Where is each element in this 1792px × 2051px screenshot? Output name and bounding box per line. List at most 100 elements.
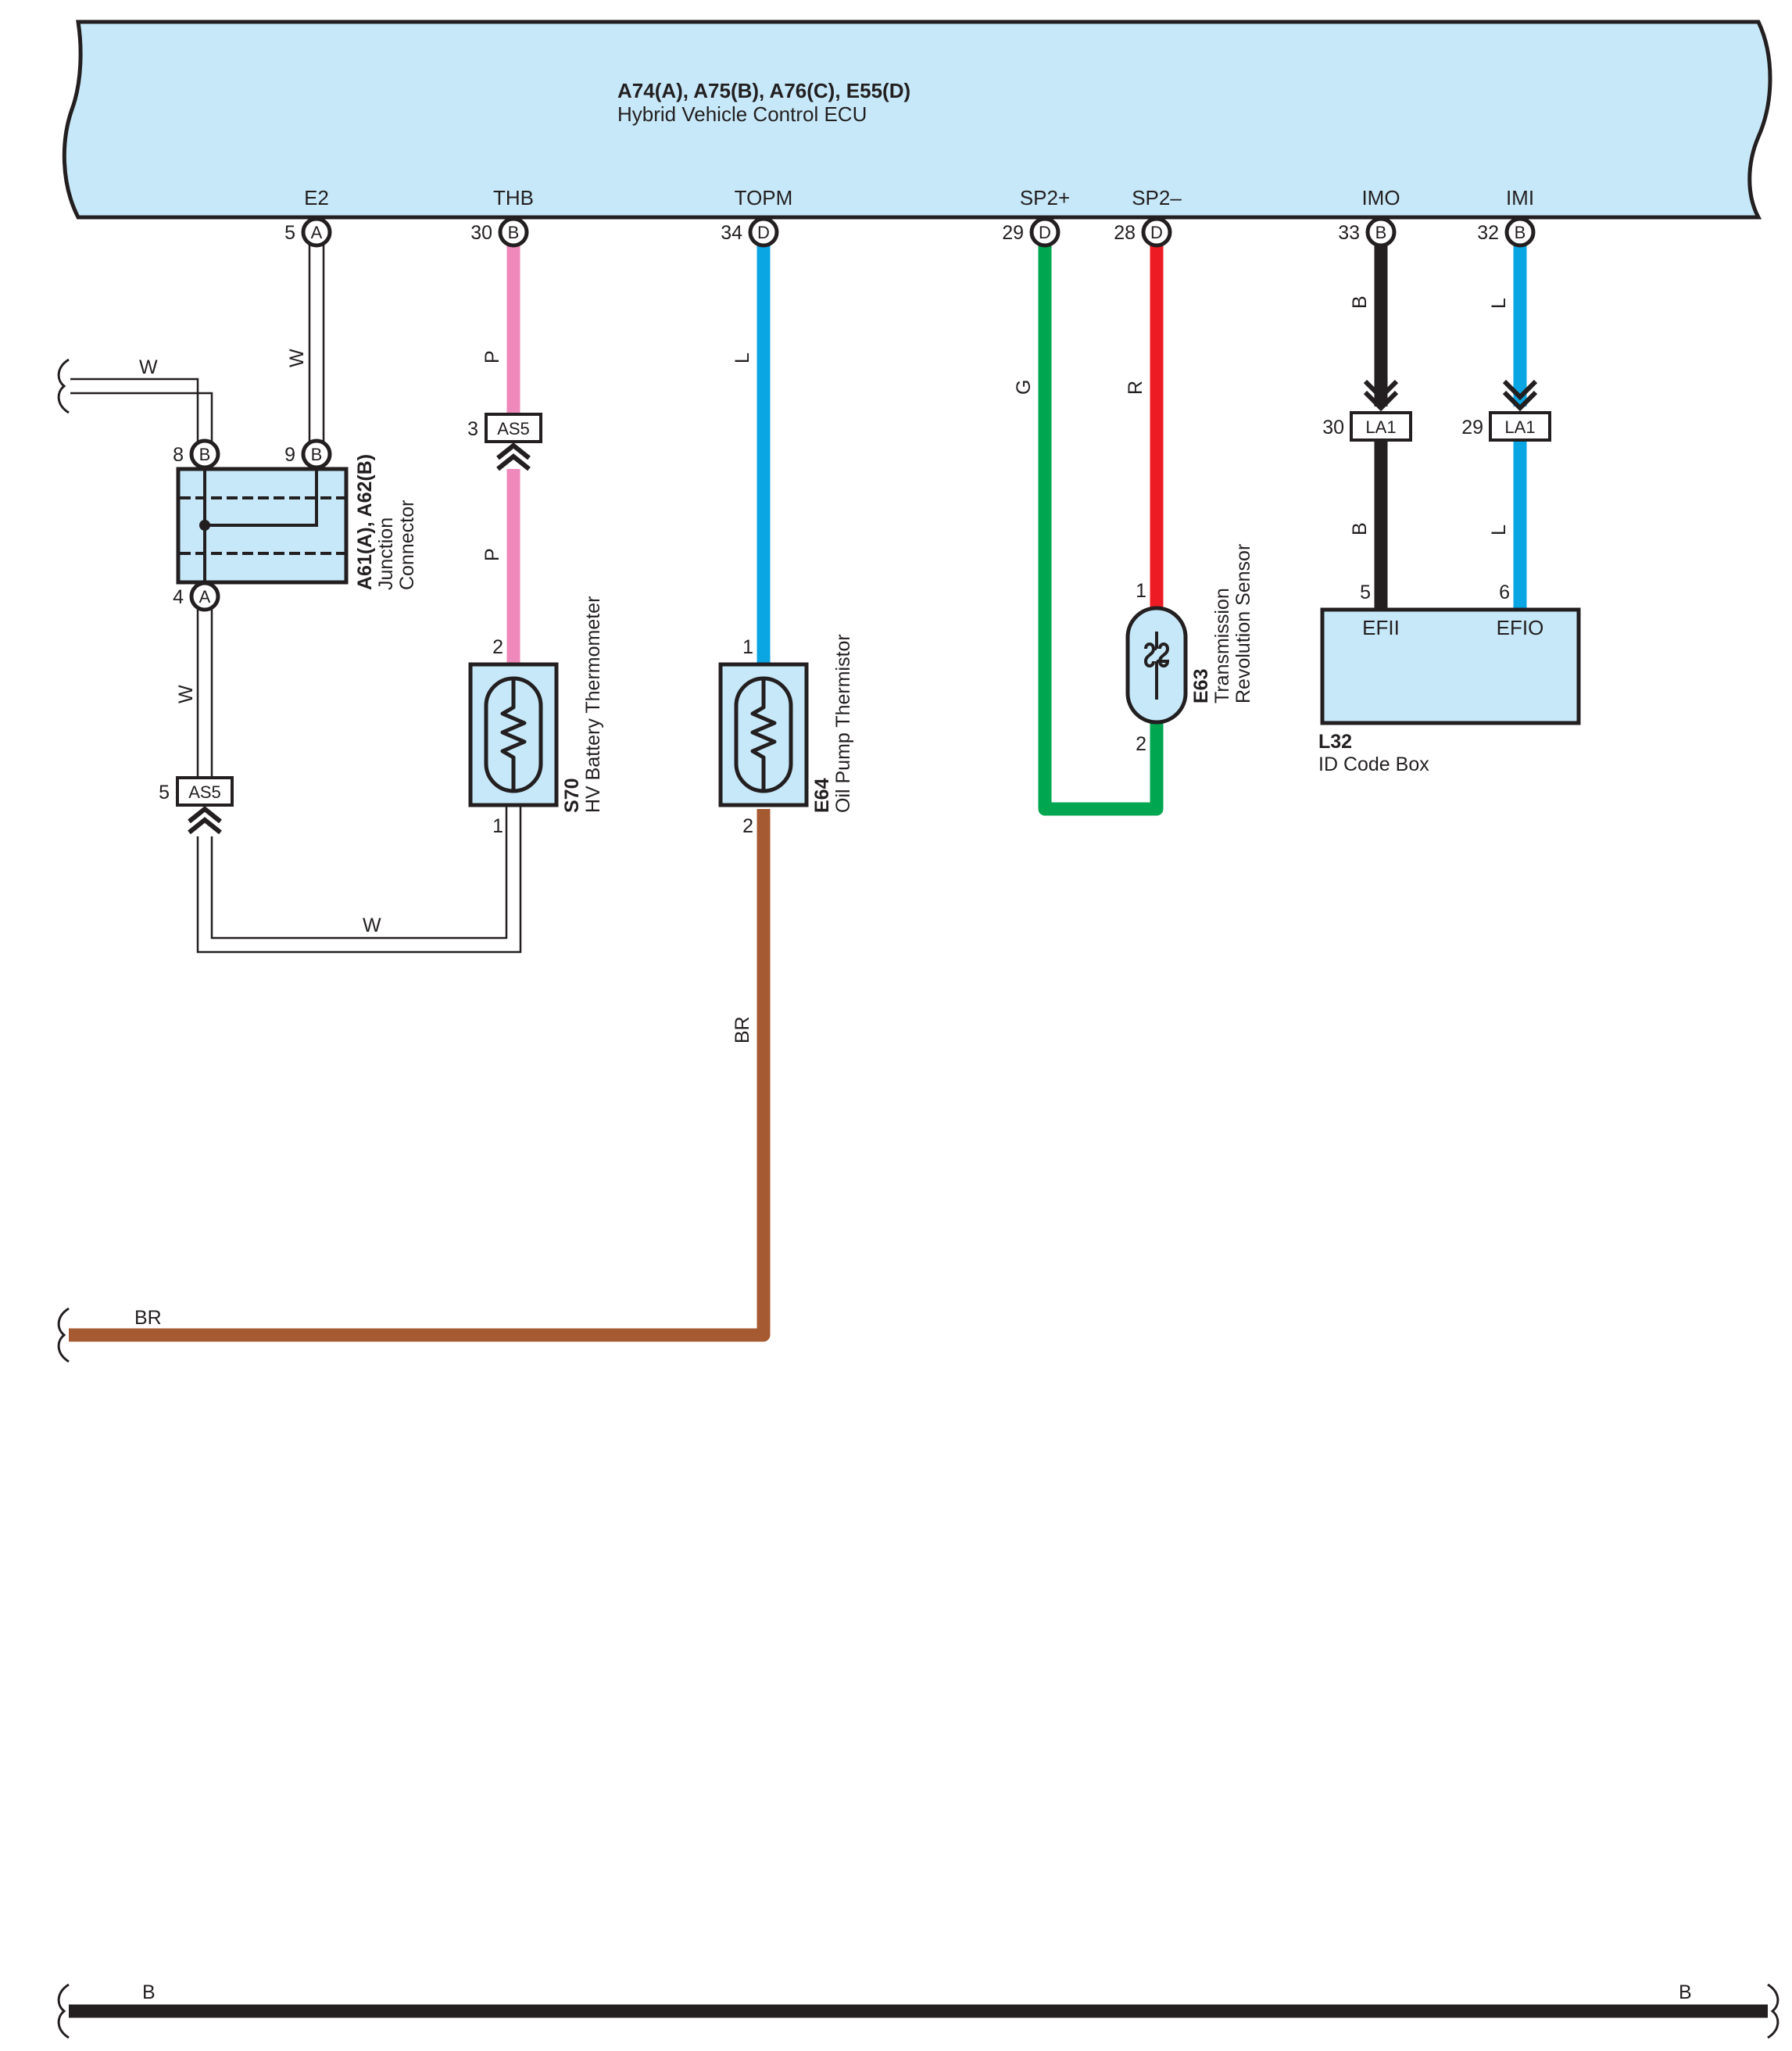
ecu-signal-e2: E2 (304, 186, 329, 209)
wire-label-l-imi-upper: L (1488, 298, 1510, 309)
l32-id: L32 (1318, 731, 1352, 753)
e64-pin-bottom: 2 (742, 815, 753, 837)
s70-pin-top: 2 (492, 636, 503, 658)
junction-label: A61(A), A62(B) Junction Connector (354, 454, 418, 590)
ecu-terminal-sp2-plus: D 29 (1002, 217, 1061, 248)
ecu-signal-sp2-plus: SP2+ (1020, 186, 1070, 209)
ecu-terminal-e2-conn: A (311, 223, 323, 242)
junction-pin-9-conn: B (311, 445, 323, 464)
junction-pin-9: B 9 (284, 438, 332, 470)
junction-name-line1: Junction (375, 517, 397, 590)
inline-connector-as5-3: AS5 3 (467, 413, 542, 471)
ecu-terminal-imi-pin: 32 (1477, 222, 1499, 244)
junction-pin-9-num: 9 (284, 444, 295, 466)
wire-label-b-imo-upper: B (1349, 295, 1371, 309)
l32-id-code-box (1320, 607, 1581, 725)
wire-label-w-bottom: W (363, 915, 381, 936)
e63-pin-bottom: 2 (1136, 733, 1146, 755)
e63-label: E63 Transmission Revolution Sensor (1190, 544, 1254, 703)
junction-id: A61(A), A62(B) (354, 454, 376, 590)
inline-connector-as5-5: AS5 5 (159, 776, 234, 835)
e64-id: E64 (811, 778, 833, 813)
s70-label: S70 HV Battery Thermometer (561, 596, 604, 813)
ecu-terminal-topm-pin: 34 (721, 222, 742, 244)
ecu-terminal-sp2-plus-conn: D (1039, 223, 1051, 242)
ecu-terminal-imo-conn: B (1375, 223, 1387, 242)
inline-connector-la1-30: LA1 30 (1322, 379, 1412, 442)
wire-break-ground-right (1767, 1983, 1779, 2039)
ecu-terminal-e2-pin: 5 (284, 222, 295, 244)
inline-connector-la1-29-pin: 29 (1461, 417, 1483, 438)
wire-g-sp2-plus (1038, 242, 1164, 816)
s70-name: HV Battery Thermometer (582, 596, 604, 813)
wire-break-ground-left (57, 1983, 70, 2039)
ecu-terminal-sp2-minus-conn: D (1150, 223, 1163, 242)
wire-w-j4 (196, 606, 213, 776)
inline-connector-la1-29: LA1 29 (1461, 379, 1551, 442)
junction-pin-8: B 8 (173, 438, 220, 470)
wire-label-br-vertical: BR (731, 1016, 753, 1043)
inline-connector-la1-29-label: LA1 (1504, 417, 1535, 437)
inline-connector-as5-5-pin: 5 (159, 782, 170, 804)
wire-w-top-left (70, 378, 213, 442)
e63-name-line1: Transmission (1211, 588, 1233, 703)
ecu-terminal-imo: B 33 (1338, 217, 1397, 248)
e64-thermistor-symbol (718, 662, 809, 807)
ecu-signal-imo: IMO (1361, 186, 1400, 209)
ecu-signal-topm: TOPM (735, 186, 793, 209)
junction-pin-4-conn: A (199, 587, 211, 607)
wire-label-br-horizontal: BR (134, 1307, 162, 1329)
ecu-terminal-imo-pin: 33 (1338, 222, 1360, 244)
wire-label-p-upper: P (481, 350, 503, 363)
ecu-terminal-thb-conn: B (508, 223, 520, 242)
inline-connector-as5-5-label: AS5 (188, 782, 221, 802)
junction-pin-4-num: 4 (173, 586, 184, 608)
ecu-terminal-sp2-minus: D 28 (1114, 217, 1172, 248)
e63-name-line2: Revolution Sensor (1232, 544, 1254, 703)
inline-connector-la1-30-label: LA1 (1365, 417, 1396, 437)
wire-break-br-left (57, 1307, 70, 1363)
wire-label-g-sp2-plus: G (1013, 380, 1035, 395)
inline-connector-la1-30-pin: 30 (1322, 417, 1344, 438)
wire-label-w-j4: W (175, 685, 197, 703)
ecu-box (62, 20, 1772, 220)
l32-signal-efii: EFII (1362, 616, 1400, 639)
wire-break-top-left (57, 358, 70, 414)
l32-pin-5: 5 (1360, 582, 1371, 603)
wire-label-b-ground-right: B (1679, 1981, 1692, 2003)
wire-label-b-ground-left: B (142, 1981, 156, 2003)
wire-br (69, 809, 771, 1342)
wire-label-b-imo-lower: B (1349, 522, 1371, 535)
e63-id: E63 (1190, 669, 1212, 703)
ecu-terminal-thb: B 30 (470, 217, 529, 248)
ecu-signal-thb: THB (493, 186, 534, 209)
e64-name: Oil Pump Thermistor (832, 634, 854, 813)
wire-label-l-topm: L (731, 353, 753, 363)
ecu-terminal-imi: B 32 (1477, 217, 1536, 248)
ecu-terminal-e2: A 5 (284, 217, 332, 248)
junction-connector (176, 453, 349, 592)
ecu-signal-sp2-minus: SP2– (1132, 186, 1182, 209)
junction-pin-8-conn: B (199, 445, 211, 464)
e63-sensor-symbol (1125, 606, 1188, 725)
junction-node-dot (199, 520, 210, 531)
ecu-terminal-imi-conn: B (1515, 223, 1526, 242)
l32-signal-efio: EFIO (1497, 616, 1544, 639)
ecu-terminal-topm-conn: D (757, 223, 770, 242)
ecu-name: Hybrid Vehicle Control ECU (617, 102, 867, 126)
wire-w-bottom (196, 805, 522, 954)
ecu-terminal-thb-pin: 30 (470, 222, 492, 244)
e64-pin-top: 1 (742, 636, 753, 658)
wire-w-e2 (308, 242, 325, 442)
wire-label-w-e2: W (286, 349, 308, 367)
wire-label-w-top-left: W (139, 356, 158, 378)
l32-name: ID Code Box (1318, 753, 1429, 775)
wire-label-r-sp2-minus: R (1125, 381, 1146, 395)
inline-connector-as5-3-pin: 3 (467, 418, 478, 440)
wire-label-l-imi-lower: L (1488, 524, 1510, 535)
ecu-terminal-sp2-plus-pin: 29 (1002, 222, 1024, 244)
inline-connector-as5-3-label: AS5 (497, 419, 530, 438)
ecu-terminal-topm: D 34 (721, 217, 779, 248)
junction-pin-8-num: 8 (173, 444, 184, 466)
junction-pin-4: A 4 (173, 581, 220, 612)
